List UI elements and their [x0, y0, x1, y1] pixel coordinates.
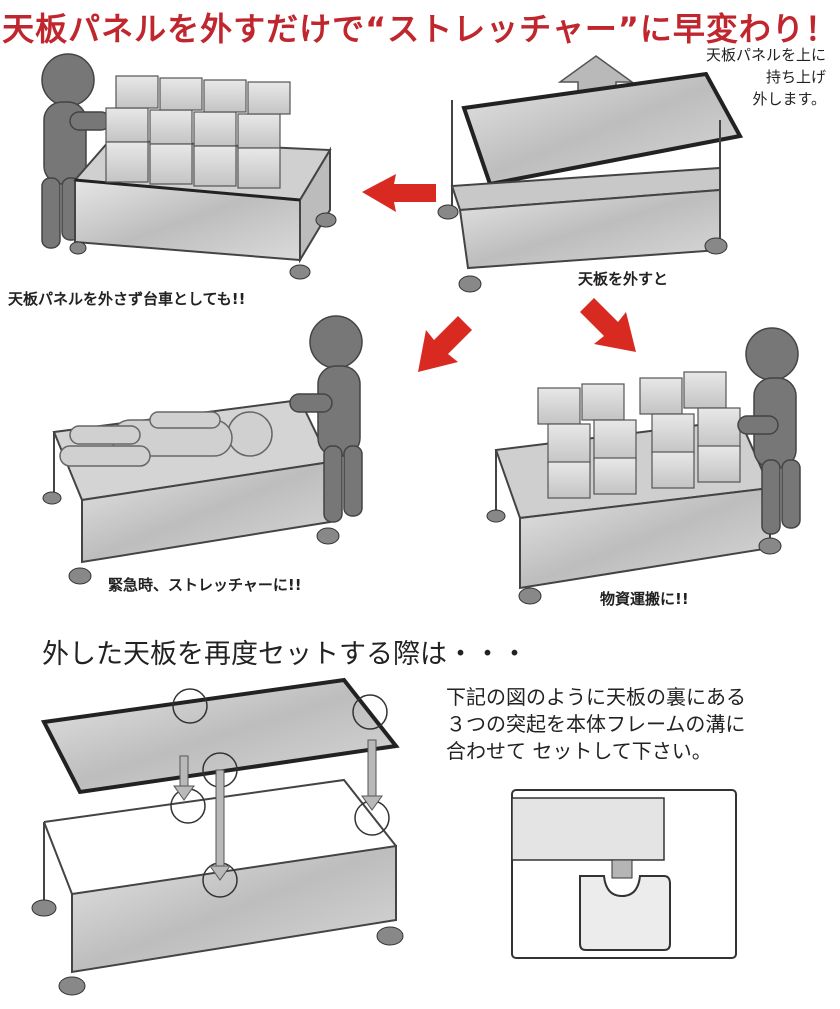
caption-without-removal: 天板パネルを外さず台車としても!!	[8, 290, 246, 308]
red-arrow-left-icon	[362, 174, 436, 212]
assembly-arrows	[173, 739, 383, 881]
lift-callout-line: 外します。	[752, 90, 826, 108]
cart-panel-lift-topright	[437, 55, 744, 293]
person-figure-midleft	[289, 315, 363, 523]
caption-transport: 物資運搬に!!	[600, 590, 689, 608]
caption-when-removed: 天板を外すと	[578, 270, 669, 288]
caption-emergency: 緊急時、ストレッチャーに!!	[108, 576, 302, 594]
red-arrow-down-left-icon	[418, 316, 472, 372]
lift-callout-line: 持ち上げ	[765, 68, 826, 86]
detail-inset	[511, 789, 737, 959]
cart-stretcher-midleft	[42, 315, 363, 585]
red-arrow-down-right-icon	[580, 298, 636, 352]
cart-with-boxes-topleft	[41, 53, 337, 280]
lying-person-figure	[59, 411, 273, 467]
lift-callout-line: 天板パネルを上に	[705, 46, 826, 64]
lift-callout: 天板パネルを上に 持ち上げ 外します。	[706, 44, 826, 110]
assembly-diagram	[31, 677, 404, 996]
instruction-text: 下記の図のように天板の裏にある ３つの突起を本体フレームの溝に 合わせて セット…	[446, 684, 746, 765]
page-title: 天板パネルを外すだけで“ストレッチャー”に早変わり！	[2, 10, 838, 48]
cart-transport-midright	[486, 327, 801, 605]
instruction-line: 下記の図のように天板の裏にある	[446, 685, 746, 709]
section-heading: 外した天板を再度セットする際は・・・	[42, 639, 528, 670]
instruction-line: 合わせて セットして下さい。	[446, 739, 712, 763]
person-figure-midright	[737, 327, 801, 535]
instruction-line: ３つの突起を本体フレームの溝に	[446, 712, 746, 736]
